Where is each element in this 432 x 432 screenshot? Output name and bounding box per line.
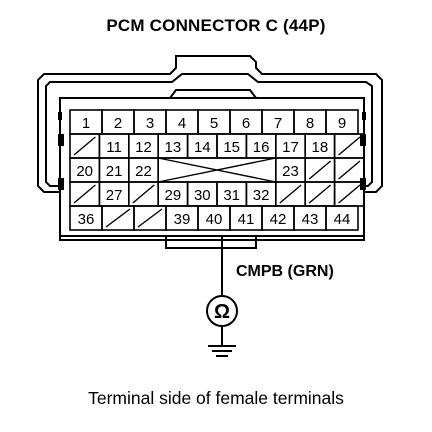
wire-label: CMPB (GRN) (236, 263, 334, 280)
unused-slash (73, 184, 96, 204)
unused-slash (338, 184, 361, 204)
terminal-number: 30 (194, 187, 211, 204)
terminal-number: 36 (78, 211, 95, 228)
side-keys (58, 112, 366, 190)
unused-slash (73, 136, 96, 156)
terminal-number: 1 (82, 115, 90, 132)
terminal-number: 5 (210, 115, 218, 132)
terminal-number: 4 (178, 115, 186, 132)
terminal-cavity-44 (325, 205, 359, 231)
terminal-number: 23 (282, 163, 299, 180)
unused-slash (308, 184, 332, 204)
unused-slash (132, 184, 155, 204)
terminal-number: 13 (165, 139, 182, 156)
unused-slash (308, 160, 332, 180)
terminal-number: 31 (223, 187, 240, 204)
ohm-meter-symbol: Ω (214, 301, 230, 323)
terminal-number: 12 (135, 139, 152, 156)
terminal-number: 42 (270, 211, 287, 228)
terminal-number: 43 (302, 211, 319, 228)
unused-slash (137, 208, 163, 228)
terminal-number: 15 (223, 139, 240, 156)
unused-slash (338, 136, 361, 156)
terminal-number: 7 (274, 115, 282, 132)
terminal-number: 17 (282, 139, 299, 156)
terminal-number: 39 (174, 211, 191, 228)
terminal-number: 27 (106, 187, 123, 204)
terminal-number: 20 (76, 163, 93, 180)
terminal-number: 9 (338, 115, 346, 132)
probe-lead (206, 236, 238, 357)
connector-title: PCM CONNECTOR C (44P) (106, 16, 326, 35)
terminal-number: 41 (238, 211, 255, 228)
terminal-number: 2 (114, 115, 122, 132)
unused-slash (338, 160, 361, 180)
terminal-number: 21 (106, 163, 123, 180)
terminal-number: 22 (135, 163, 152, 180)
unused-slash (279, 184, 302, 204)
terminal-number: 32 (253, 187, 270, 204)
diagram-caption: Terminal side of female terminals (88, 388, 344, 408)
unused-slash (105, 208, 131, 228)
terminal-number: 14 (194, 139, 211, 156)
terminal-number: 3 (146, 115, 154, 132)
terminal-number: 11 (106, 139, 122, 156)
terminal-number: 8 (306, 115, 314, 132)
terminal-number: 6 (242, 115, 250, 132)
terminal-number: 18 (312, 139, 329, 156)
terminal-number: 40 (206, 211, 223, 228)
terminal-number: 44 (334, 211, 351, 228)
terminal-number: 29 (165, 187, 182, 204)
terminal-number: 16 (253, 139, 270, 156)
blocked-cross-line (158, 157, 276, 183)
